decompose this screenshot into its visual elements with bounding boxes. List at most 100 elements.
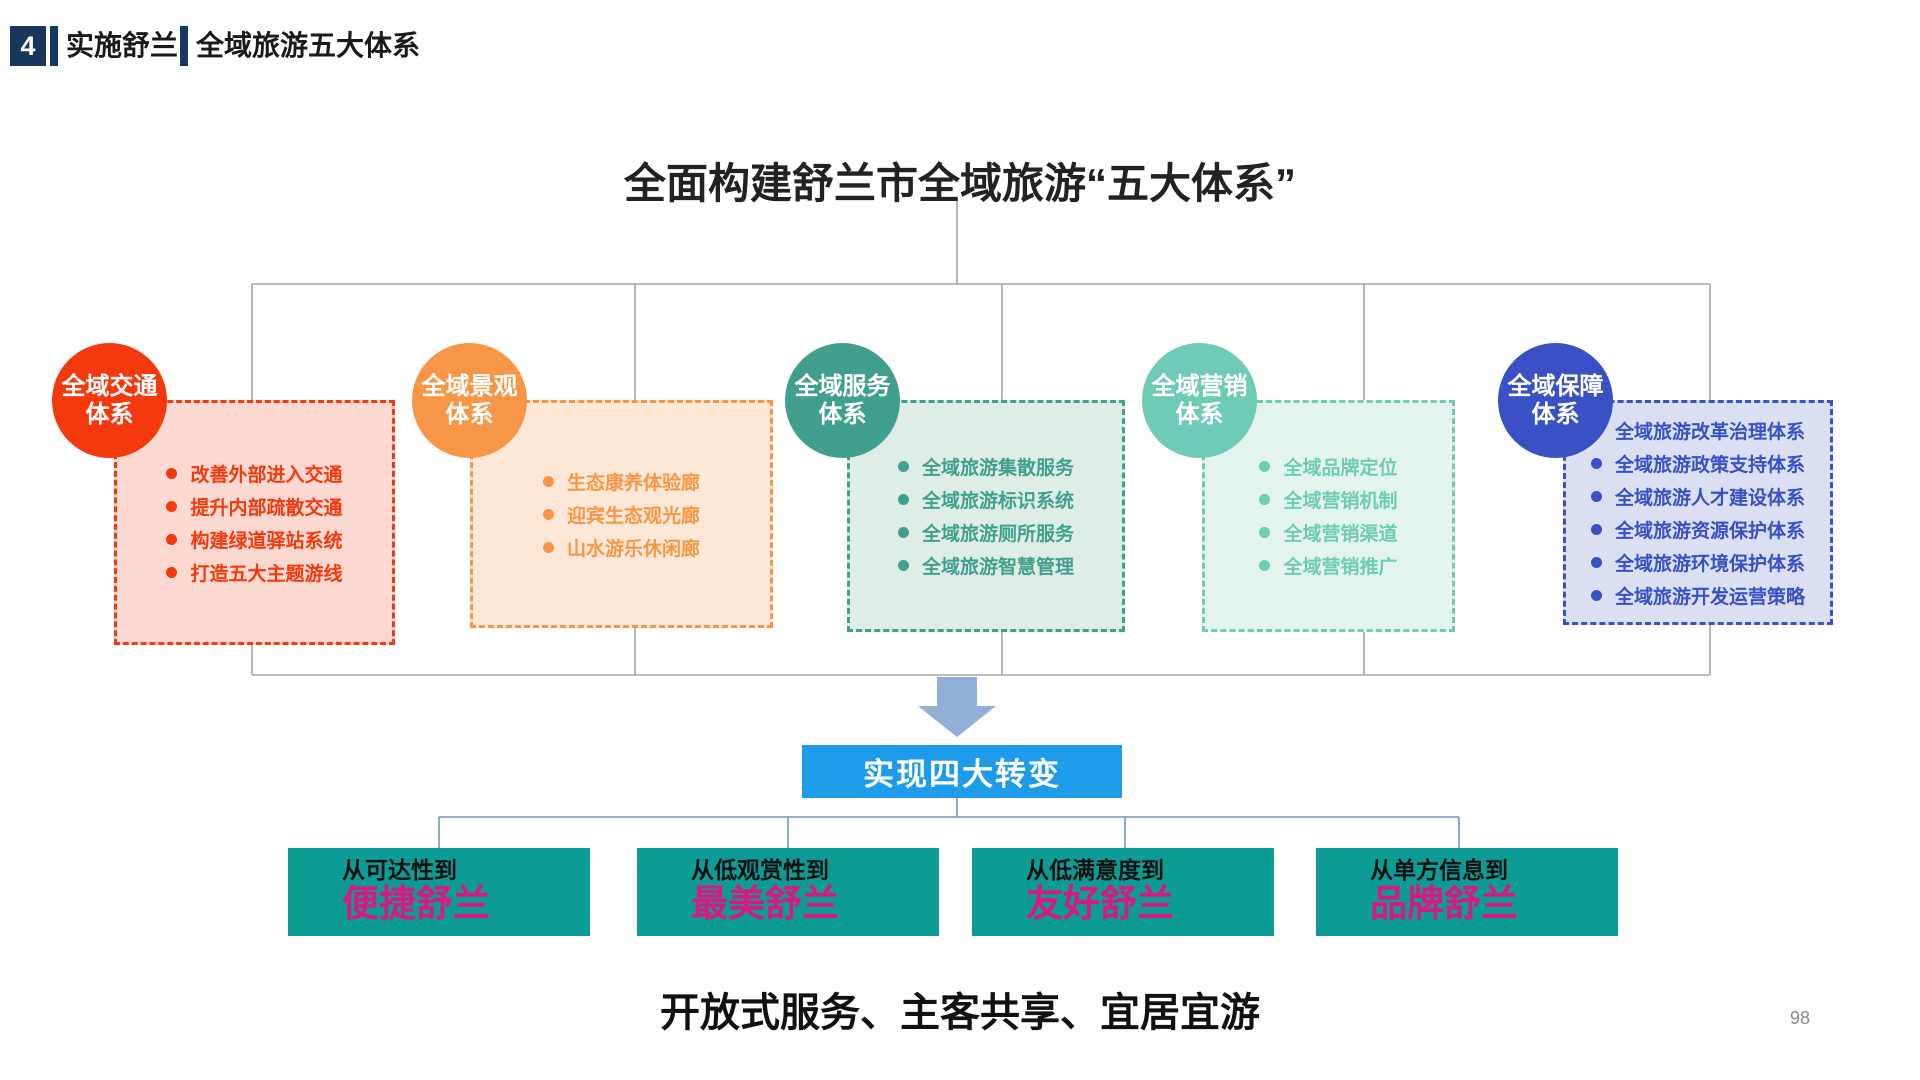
result-banner: 实现四大转变 bbox=[802, 745, 1122, 798]
list-item: 迎宾生态观光廊 bbox=[542, 498, 700, 531]
support-item-list: 全域旅游改革治理体系 全域旅游政策支持体系 全域旅游人才建设体系 全域旅游资源保… bbox=[1566, 403, 1830, 622]
item-label: 全域旅游智慧管理 bbox=[921, 557, 1074, 578]
transform-from-label: 从单方信息到 bbox=[1370, 857, 1508, 883]
bullet-icon bbox=[897, 461, 909, 472]
circle-label: 全域保障体系 bbox=[1507, 372, 1604, 428]
transform-card: 从单方信息到 品牌舒兰 bbox=[1316, 848, 1618, 936]
bullet-icon bbox=[897, 527, 909, 538]
service-circle: 全域服务体系 bbox=[785, 343, 900, 458]
list-item: 改善外部进入交通 bbox=[166, 457, 343, 490]
header-divider bbox=[180, 26, 188, 66]
bullet-icon bbox=[166, 467, 178, 479]
support-panel: 全域旅游改革治理体系 全域旅游政策支持体系 全域旅游人才建设体系 全域旅游资源保… bbox=[1563, 400, 1833, 625]
item-label: 全域旅游改革治理体系 bbox=[1614, 421, 1805, 443]
transform-card: 从低观赏性到 最美舒兰 bbox=[637, 848, 939, 936]
item-label: 提升内部疏散交通 bbox=[190, 497, 343, 519]
list-item: 提升内部疏散交通 bbox=[166, 490, 343, 523]
bullet-icon bbox=[897, 494, 909, 505]
item-label: 迎宾生态观光廊 bbox=[566, 505, 700, 527]
service-panel: 全域旅游集散服务 全域旅游标识系统 全域旅游厕所服务 全域旅游智慧管理 bbox=[847, 400, 1125, 632]
item-label: 全域旅游人才建设体系 bbox=[1614, 487, 1805, 509]
bracket-lines bbox=[438, 798, 1460, 850]
list-item: 全域旅游标识系统 bbox=[897, 483, 1074, 516]
transform-to-label: 品牌舒兰 bbox=[1370, 883, 1518, 924]
landscape-item-list: 生态康养体验廊 迎宾生态观光廊 山水游乐休闲廊 bbox=[473, 403, 770, 625]
bullet-icon bbox=[166, 500, 178, 512]
item-label: 构建绿道驿站系统 bbox=[190, 530, 343, 552]
bullet-icon bbox=[542, 475, 554, 487]
bullet-icon bbox=[1590, 457, 1602, 469]
bullet-icon bbox=[1590, 589, 1602, 601]
item-label: 全域营销渠道 bbox=[1283, 524, 1398, 545]
list-item: 构建绿道驿站系统 bbox=[166, 523, 343, 556]
list-item: 生态康养体验廊 bbox=[542, 465, 700, 498]
list-item: 全域旅游改革治理体系 bbox=[1590, 414, 1805, 447]
list-item: 全域旅游资源保护体系 bbox=[1590, 513, 1805, 546]
circle-label: 全域服务体系 bbox=[794, 372, 891, 428]
landscape-panel: 生态康养体验廊 迎宾生态观光廊 山水游乐休闲廊 bbox=[470, 400, 773, 628]
marketing-item-list: 全域品牌定位 全域营销机制 全域营销渠道 全域营销推广 bbox=[1205, 403, 1452, 629]
list-item: 全域品牌定位 bbox=[1259, 450, 1398, 483]
item-label: 全域品牌定位 bbox=[1283, 458, 1398, 479]
transport-panel: 改善外部进入交通 提升内部疏散交通 构建绿道驿站系统 打造五大主题游线 bbox=[114, 400, 395, 645]
header-divider bbox=[50, 26, 58, 66]
item-label: 全域营销机制 bbox=[1283, 491, 1398, 512]
section-number: 4 bbox=[10, 26, 46, 66]
list-item: 山水游乐休闲廊 bbox=[542, 531, 700, 564]
list-item: 全域营销渠道 bbox=[1259, 516, 1398, 549]
page-subtitle: 全域旅游五大体系 bbox=[196, 30, 421, 61]
list-item: 全域旅游人才建设体系 bbox=[1590, 480, 1805, 513]
bullet-icon bbox=[1590, 556, 1602, 568]
transform-from-label: 从低观赏性到 bbox=[691, 857, 829, 883]
item-label: 生态康养体验廊 bbox=[566, 472, 700, 494]
list-item: 全域旅游政策支持体系 bbox=[1590, 447, 1805, 480]
bullet-icon bbox=[897, 560, 909, 571]
support-circle: 全域保障体系 bbox=[1498, 343, 1613, 458]
bullet-icon bbox=[542, 541, 554, 553]
transport-circle: 全域交通体系 bbox=[52, 343, 167, 458]
bullet-icon bbox=[166, 533, 178, 545]
service-item-list: 全域旅游集散服务 全域旅游标识系统 全域旅游厕所服务 全域旅游智慧管理 bbox=[850, 403, 1122, 629]
list-item: 全域旅游智慧管理 bbox=[897, 549, 1074, 582]
page-number: 98 bbox=[1790, 1008, 1811, 1028]
circle-label: 全域景观体系 bbox=[421, 372, 518, 428]
landscape-circle: 全域景观体系 bbox=[412, 343, 527, 458]
bottom-slogan: 开放式服务、主客共享、宜居宜游 bbox=[660, 991, 1260, 1035]
transform-to-label: 最美舒兰 bbox=[691, 883, 839, 924]
item-label: 全域旅游开发运营策略 bbox=[1614, 586, 1805, 608]
circle-label: 全域营销体系 bbox=[1151, 372, 1248, 428]
transform-from-label: 从低满意度到 bbox=[1026, 857, 1164, 883]
bullet-icon bbox=[542, 508, 554, 520]
list-item: 全域旅游环境保护体系 bbox=[1590, 546, 1805, 579]
item-label: 山水游乐休闲廊 bbox=[566, 538, 700, 560]
transform-to-label: 便捷舒兰 bbox=[342, 883, 490, 924]
marketing-panel: 全域品牌定位 全域营销机制 全域营销渠道 全域营销推广 bbox=[1202, 400, 1455, 632]
item-label: 全域旅游厕所服务 bbox=[921, 524, 1074, 545]
diagram-title: 全面构建舒兰市全域旅游“五大体系” bbox=[623, 160, 1296, 207]
list-item: 全域旅游开发运营策略 bbox=[1590, 579, 1805, 612]
list-item: 全域旅游集散服务 bbox=[897, 450, 1074, 483]
list-item: 打造五大主题游线 bbox=[166, 556, 343, 589]
transform-to-label: 友好舒兰 bbox=[1026, 883, 1174, 924]
bullet-icon bbox=[1590, 490, 1602, 502]
bullet-icon bbox=[1259, 494, 1271, 505]
down-arrow-icon bbox=[918, 677, 996, 737]
item-label: 改善外部进入交通 bbox=[190, 464, 343, 486]
item-label: 全域旅游资源保护体系 bbox=[1614, 520, 1805, 542]
circle-label: 全域交通体系 bbox=[61, 372, 158, 428]
transport-item-list: 改善外部进入交通 提升内部疏散交通 构建绿道驿站系统 打造五大主题游线 bbox=[117, 403, 392, 642]
list-item: 全域营销推广 bbox=[1259, 549, 1398, 582]
list-item: 全域营销机制 bbox=[1259, 483, 1398, 516]
item-label: 全域旅游集散服务 bbox=[921, 458, 1074, 479]
item-label: 全域旅游标识系统 bbox=[921, 491, 1074, 512]
section-title: 实施舒兰 bbox=[66, 30, 179, 61]
item-label: 全域旅游环境保护体系 bbox=[1614, 553, 1805, 575]
transform-card: 从可达性到 便捷舒兰 bbox=[288, 848, 590, 936]
transform-card: 从低满意度到 友好舒兰 bbox=[972, 848, 1274, 936]
item-label: 全域旅游政策支持体系 bbox=[1614, 454, 1805, 476]
bullet-icon bbox=[1259, 527, 1271, 538]
bullet-icon bbox=[1259, 560, 1271, 571]
item-label: 全域营销推广 bbox=[1283, 557, 1398, 578]
transform-from-label: 从可达性到 bbox=[342, 857, 457, 883]
bullet-icon bbox=[1259, 461, 1271, 472]
